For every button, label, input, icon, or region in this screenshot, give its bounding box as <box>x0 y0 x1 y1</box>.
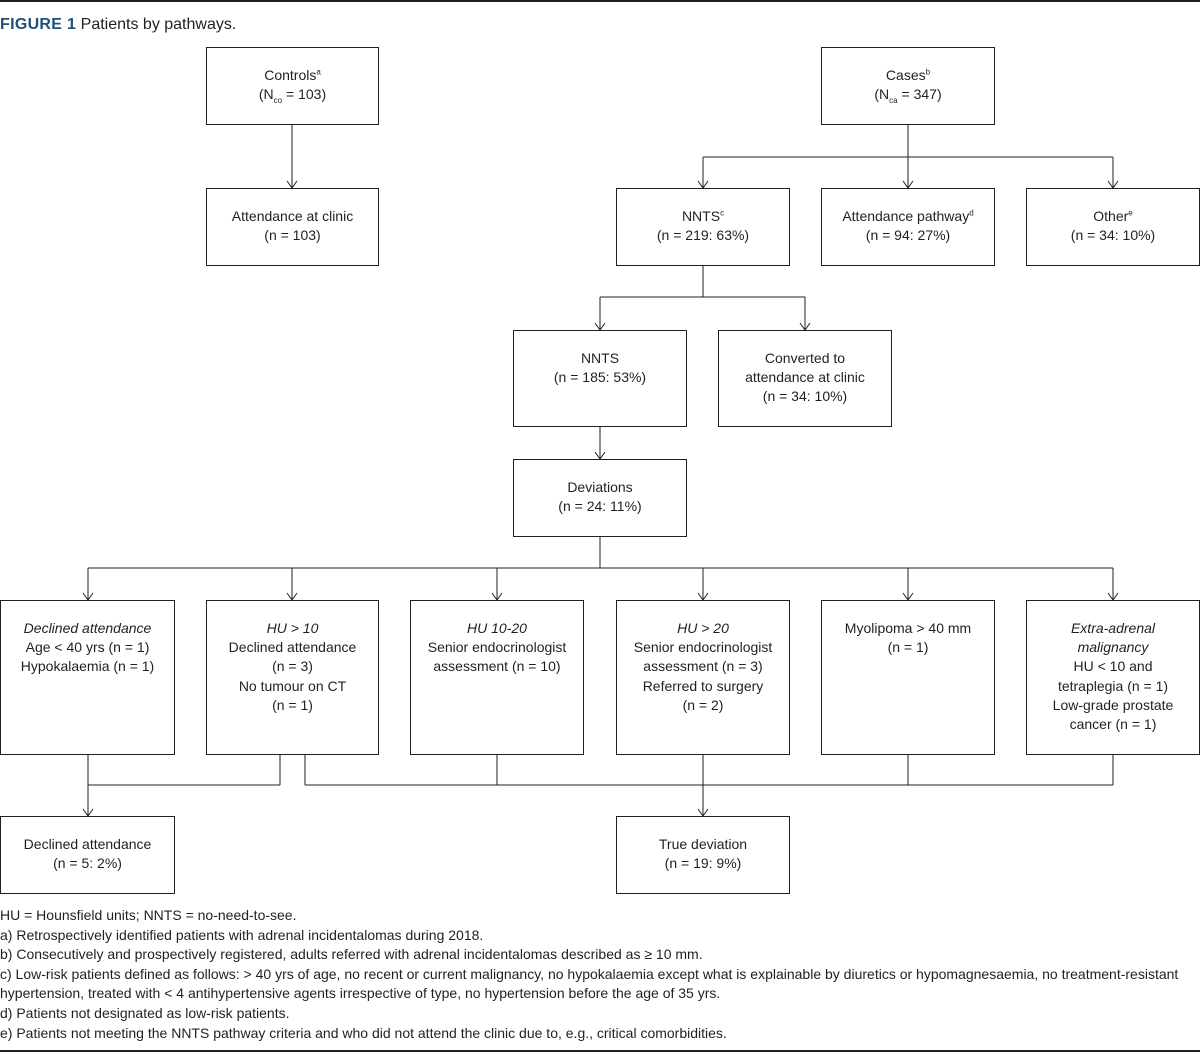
deviation-hu-10-20-box: HU 10-20 Senior endocrinologist assessme… <box>410 600 584 755</box>
other-box: Othere (n = 34: 10%) <box>1026 188 1200 266</box>
deviation-extra-adrenal-box: Extra-adrenal malignancy HU < 10 and tet… <box>1026 600 1200 755</box>
footnote-e: e) Patients not meeting the NNTS pathway… <box>0 1024 727 1041</box>
footnotes: HU = Hounsfield units; NNTS = no-need-to… <box>0 906 1190 1043</box>
deviation-hu-over-20-box: HU > 20 Senior endocrinologist assessmen… <box>616 600 790 755</box>
footnote-b: b) Consecutively and prospectively regis… <box>0 946 703 963</box>
figure-title: Patients by pathways. <box>80 16 237 33</box>
footnote-d: d) Patients not designated as low-risk p… <box>0 1004 290 1021</box>
attendance-pathway-box: Attendance pathwayd (n = 94: 27%) <box>821 188 995 266</box>
deviation-hu-over-10-box: HU > 10 Declined attendance (n = 3) No t… <box>206 600 379 755</box>
deviation-declined-box: Declined attendance Age < 40 yrs (n = 1)… <box>0 600 175 755</box>
footnote-a: a) Retrospectively identified patients w… <box>0 926 484 943</box>
footnote-abbreviations: HU = Hounsfield units; NNTS = no-need-to… <box>0 907 297 923</box>
flow-connectors <box>82 124 1119 817</box>
deviation-myolipoma-box: Myolipoma > 40 mm (n = 1) <box>821 600 995 755</box>
figure-label: FIGURE 1 <box>0 16 77 33</box>
nnts-box: NNTS (n = 185: 53%) <box>513 330 687 427</box>
bottom-rule <box>0 1050 1200 1052</box>
converted-box: Converted to attendance at clinic (n = 3… <box>718 330 892 427</box>
cases-box: Casesb (Nca = 347) <box>821 47 995 125</box>
declined-attendance-box: Declined attendance (n = 5: 2%) <box>0 816 175 894</box>
footnote-c: c) Low-risk patients defined as follows:… <box>0 965 1179 1002</box>
attendance-clinic-box: Attendance at clinic (n = 103) <box>206 188 379 266</box>
figure-caption: FIGURE 1 Patients by pathways. <box>0 14 236 36</box>
controls-title: Controls <box>264 67 317 83</box>
nnts-top-box: NNTSc (n = 219: 63%) <box>616 188 790 266</box>
cases-title: Cases <box>885 67 926 83</box>
deviations-box: Deviations (n = 24: 11%) <box>513 459 687 537</box>
controls-box: Controlsa (Nco = 103) <box>206 47 379 125</box>
top-rule <box>0 0 1200 2</box>
true-deviation-box: True deviation (n = 19: 9%) <box>616 816 790 894</box>
